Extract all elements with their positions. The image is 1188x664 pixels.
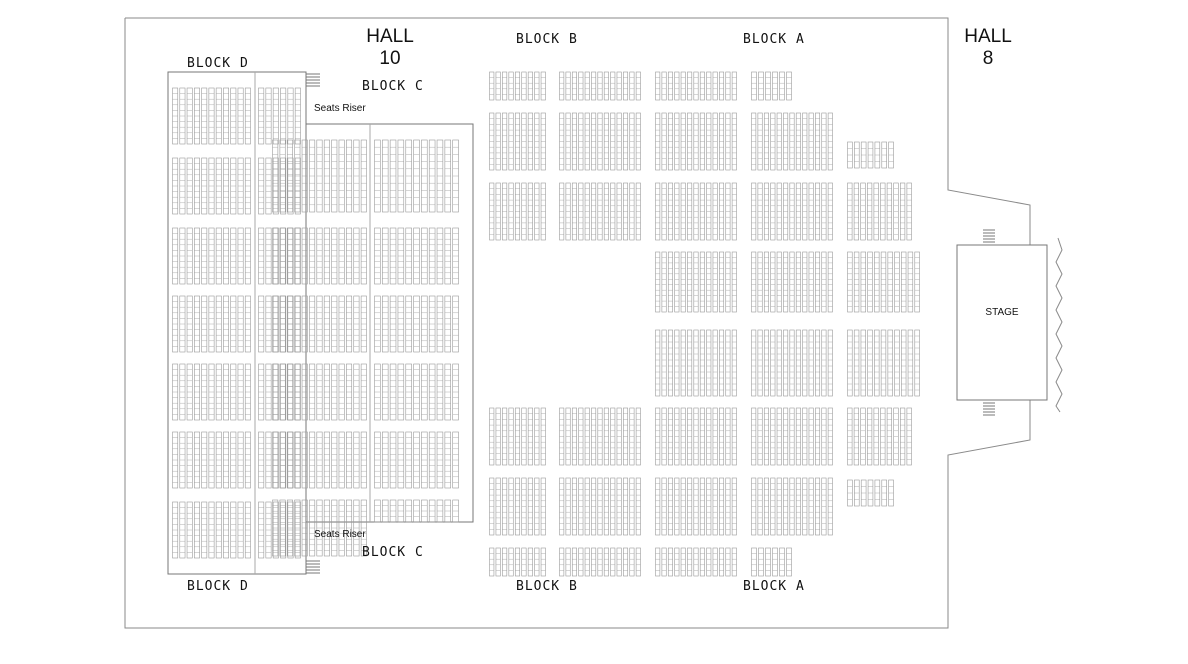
seat-group-side-bottom-small xyxy=(847,479,894,507)
seat-group-d2-1 xyxy=(258,157,301,215)
seat-group-upper-2-3 xyxy=(751,182,833,241)
seat-group-d1-0 xyxy=(172,87,251,145)
seat-group-mid-0-1 xyxy=(751,251,833,313)
stage-steps-bottom xyxy=(983,402,995,416)
block-d-outline xyxy=(167,71,307,575)
hall-8-label: HALL 8 xyxy=(958,26,1018,70)
seats-riser-bottom-label: Seats Riser xyxy=(314,529,366,540)
seat-group-lower-0-2 xyxy=(655,407,737,466)
seat-group-c2-1 xyxy=(374,227,459,285)
stairs-bottom xyxy=(306,560,320,574)
seat-group-c2-0 xyxy=(374,139,459,213)
seat-group-lower-2-1 xyxy=(559,547,641,577)
block-a-bottom-label: BLOCK A xyxy=(743,579,805,594)
seat-group-upper-0-2 xyxy=(655,71,737,101)
block-c-top-label: BLOCK C xyxy=(362,79,424,94)
seat-group-mid-1-1 xyxy=(751,329,833,397)
stage-side-edge xyxy=(1055,237,1063,413)
seat-group-upper-1-2 xyxy=(655,112,737,171)
seat-group-upper-0-3 xyxy=(751,71,792,101)
seat-group-side-bottom xyxy=(847,407,912,466)
seat-group-d2-0 xyxy=(258,87,301,145)
seat-group-lower-2-2 xyxy=(655,547,737,577)
block-b-top-label: BLOCK B xyxy=(516,32,578,47)
block-d-top-label: BLOCK D xyxy=(187,56,249,71)
seat-group-upper-2-1 xyxy=(559,182,641,241)
seat-group-lower-1-1 xyxy=(559,477,641,536)
seat-group-lower-2-0 xyxy=(489,547,546,577)
seat-group-upper-2-0 xyxy=(489,182,546,241)
block-d-bottom-label: BLOCK D xyxy=(187,579,249,594)
seat-group-c1-3 xyxy=(272,363,367,421)
seat-group-c1-1 xyxy=(272,227,367,285)
hall-10-name: HALL xyxy=(366,26,414,47)
seat-group-side-top xyxy=(847,182,912,241)
seat-groups xyxy=(172,71,920,577)
seat-group-lower-1-2 xyxy=(655,477,737,536)
stage-label: STAGE xyxy=(985,307,1019,318)
seat-group-c2-3 xyxy=(374,363,459,421)
seat-group-upper-1-1 xyxy=(559,112,641,171)
seat-group-d2-2 xyxy=(258,227,301,285)
seat-group-mid-0-0 xyxy=(655,251,737,313)
seat-group-c1-last xyxy=(272,499,367,557)
seat-group-lower-0-0 xyxy=(489,407,546,466)
seat-group-d1-4 xyxy=(172,363,251,421)
seat-group-mid-1-0 xyxy=(655,329,737,397)
seat-group-d2-6 xyxy=(258,501,301,559)
seat-group-c1-0 xyxy=(272,139,367,213)
seat-group-d1-2 xyxy=(172,227,251,285)
stage-platform xyxy=(956,244,1048,401)
stairs-top xyxy=(306,73,320,87)
seat-group-c2-4 xyxy=(374,431,459,489)
seat-group-c2-2 xyxy=(374,295,459,353)
seat-group-d2-4 xyxy=(258,363,301,421)
seat-group-mid-1-2 xyxy=(847,329,920,397)
seat-group-lower-1-3 xyxy=(751,477,833,536)
seat-group-mid-0-2 xyxy=(847,251,920,313)
seat-group-lower-0-1 xyxy=(559,407,641,466)
seat-group-upper-2-2 xyxy=(655,182,737,241)
seat-group-lower-0-3 xyxy=(751,407,833,466)
seat-group-d1-5 xyxy=(172,431,251,489)
seat-group-c2-last xyxy=(374,499,459,523)
seat-group-d1-1 xyxy=(172,157,251,215)
block-b-bottom-label: BLOCK B xyxy=(516,579,578,594)
seat-group-c1-2 xyxy=(272,295,367,353)
seat-group-lower-1-0 xyxy=(489,477,546,536)
seat-group-d1-3 xyxy=(172,295,251,353)
seat-group-d2-5 xyxy=(258,431,301,489)
seat-group-upper-0-0 xyxy=(489,71,546,101)
seats-riser-top-label: Seats Riser xyxy=(314,103,366,114)
seat-group-d2-3 xyxy=(258,295,301,353)
seat-group-upper-1-3 xyxy=(751,112,833,171)
seat-group-c1-4 xyxy=(272,431,367,489)
block-c-bottom-label: BLOCK C xyxy=(362,545,424,560)
hall-8-number: 8 xyxy=(982,48,994,69)
seat-group-upper-0-1 xyxy=(559,71,641,101)
stage-steps-top xyxy=(983,229,995,243)
seat-group-d1-6 xyxy=(172,501,251,559)
seat-group-side-top-small xyxy=(847,141,894,169)
block-a-top-label: BLOCK A xyxy=(743,32,805,47)
block-c-outline xyxy=(306,123,474,523)
hall-10-number: 10 xyxy=(379,48,401,69)
venue-boundary xyxy=(124,17,1031,629)
hall-10-label: HALL 10 xyxy=(360,26,420,70)
hall-8-name: HALL xyxy=(964,26,1012,47)
seat-group-lower-2-3 xyxy=(751,547,792,577)
seat-group-upper-1-0 xyxy=(489,112,546,171)
